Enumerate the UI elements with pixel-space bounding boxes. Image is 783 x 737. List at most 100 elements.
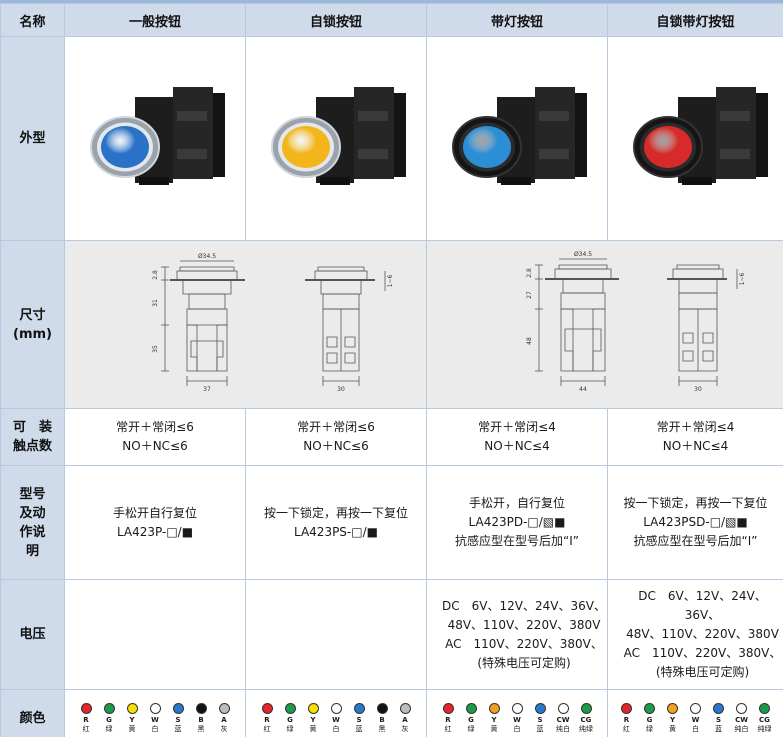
model-action: 按一下锁定，再按一下复位 (623, 496, 768, 510)
model-label-l1: 型号 (19, 486, 46, 502)
header-col-self-lock-lamp: 自锁带灯按钮 (607, 3, 783, 37)
voltage-line-3: AC 110V、220V、380V、 (623, 646, 782, 660)
color-name: 蓝 (536, 725, 544, 733)
color-name: 黄 (309, 725, 317, 733)
contact-side (756, 93, 768, 177)
color-dot (557, 703, 569, 714)
size-label-text: 尺寸 (19, 307, 46, 323)
base-clip (320, 177, 350, 185)
color-dot (759, 703, 770, 714)
dim-a-h3: 35 (152, 345, 159, 353)
terminal (539, 111, 569, 121)
color-code: CG (759, 716, 770, 724)
model-number: LA423PD-□/▧■ (468, 515, 566, 529)
contacts-cn: 常开＋常闭≤4 (656, 420, 735, 434)
color-code: G (646, 716, 653, 724)
color-dot (399, 703, 411, 714)
contacts-label-l2: 触点数 (12, 439, 52, 454)
color-code: Y (129, 716, 135, 724)
voltage-self-lock-lamp: DC 6V、12V、24V、36V、 48V、110V、220V、380V AC… (607, 579, 783, 690)
color-name: 蓝 (174, 725, 182, 733)
terminal (358, 149, 388, 159)
color-name: 黑 (378, 725, 386, 733)
terminal (177, 149, 207, 159)
header-name: 名称 (0, 3, 65, 37)
color-dot (103, 703, 115, 714)
contact-side (213, 93, 225, 177)
spec-table: 名称 一般按钮 自锁按钮 带灯按钮 自锁带灯按钮 外型 尺寸 (mm) (0, 3, 783, 737)
color-name: 黄 (128, 725, 136, 733)
contacts-label-l1: 可 装 (12, 420, 52, 435)
color-code: R (623, 716, 630, 724)
color-name: 蓝 (355, 725, 363, 733)
terminal (720, 149, 750, 159)
terminal (720, 111, 750, 121)
appearance-label: 外型 (0, 36, 65, 241)
color-dot (195, 703, 207, 714)
color-name: 纯绿 (579, 725, 593, 733)
terminal (358, 111, 388, 121)
color-name: 灰 (220, 725, 228, 733)
header-row: 名称 一般按钮 自锁按钮 带灯按钮 自锁带灯按钮 (0, 3, 783, 37)
dim-b-width: 44 (579, 386, 587, 393)
color-code: S (356, 716, 362, 724)
color-name: 白 (692, 725, 699, 733)
dim-b-diameter: Ø34.5 (574, 251, 592, 258)
model-note: 抗感应型在型号后加“I” (633, 534, 758, 548)
color-dot (488, 703, 500, 714)
dim-a-h2: 31 (152, 299, 159, 307)
color-name: 红 (623, 725, 630, 733)
color-dot (465, 703, 477, 714)
color-dot (218, 703, 230, 714)
color-name: 黄 (669, 725, 676, 733)
color-code: G (287, 716, 293, 724)
dim-b-h3: 48 (526, 337, 533, 345)
voltage-label: 电压 (0, 579, 65, 690)
color-code: W (332, 716, 340, 724)
color-code: Y (669, 716, 676, 724)
dim-b-h2: 27 (526, 291, 533, 299)
voltage-line-2: 48V、110V、220V、380V (447, 617, 601, 632)
size-unit: (mm) (13, 326, 52, 342)
dimension-row: 尺寸 (mm) (0, 240, 783, 409)
color-name: 纯绿 (757, 725, 772, 733)
contacts-cn: 常开＋常闭≤4 (478, 420, 556, 434)
header-col-general: 一般按钮 (64, 3, 246, 37)
voltage-general (64, 579, 246, 690)
product-image-self-lock-lamp (607, 36, 783, 241)
contacts-cn: 常开＋常闭≤6 (116, 420, 194, 434)
model-note: 抗感应型在型号后加“I” (455, 534, 579, 548)
color-code: R (83, 716, 89, 724)
color-code: B (198, 716, 204, 724)
voltage-lamp: DC 6V、12V、24V、36V、 48V、110V、220V、380V AC… (426, 579, 608, 690)
button-cap (644, 126, 692, 168)
color-code: CG (580, 716, 592, 724)
button-cap (463, 126, 511, 168)
dimension-drawing-lamp: Ø34.5 2.8 27 48 44 30 1~6 (426, 240, 783, 409)
model-label-l4: 明 (25, 543, 39, 559)
color-code: R (264, 716, 270, 724)
color-name: 绿 (467, 725, 475, 733)
model-number: LA423P-□/■ (116, 524, 194, 539)
